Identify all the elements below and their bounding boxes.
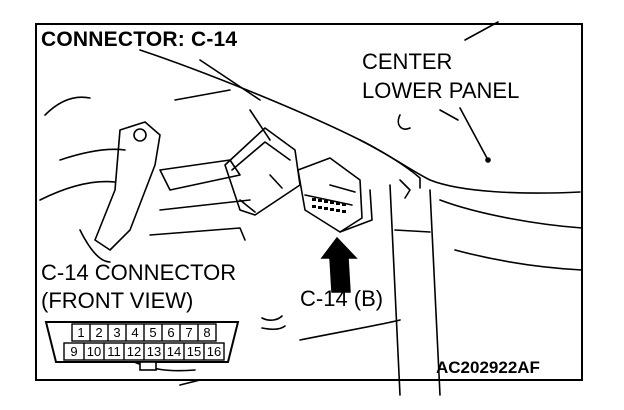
- pin-number: 5: [149, 325, 157, 340]
- pin-number: 7: [185, 325, 193, 340]
- pin-number: 8: [203, 325, 211, 340]
- panel-label-line1: CENTER: [362, 49, 453, 74]
- callout-label: C-14 (B): [300, 286, 384, 311]
- diagram-title: CONNECTOR: C-14: [41, 28, 238, 51]
- pointer-arrow: [320, 236, 358, 293]
- pin-number: 10: [86, 344, 102, 359]
- pin-number: 12: [126, 344, 142, 359]
- pin-number: 14: [166, 344, 182, 359]
- connector-label-line2: (FRONT VIEW): [41, 288, 194, 313]
- pin-number: 13: [146, 344, 162, 359]
- center-lower-panel-outline: [139, 49, 581, 194]
- pin-number: 3: [113, 325, 121, 340]
- pin-number: 15: [186, 344, 202, 359]
- diagram-border: [35, 23, 583, 381]
- center-lower-panel-edge: [359, 139, 421, 189]
- mounting-bracket: [94, 121, 161, 251]
- pin-number: 16: [206, 344, 222, 359]
- pin-number: 9: [70, 344, 78, 359]
- panel-leader-line: [459, 107, 489, 161]
- mating-connector: [297, 157, 363, 233]
- panel-label-line2: LOWER PANEL: [362, 78, 520, 103]
- figure-code: AC202922AF: [436, 358, 540, 377]
- pin-number: 6: [167, 325, 175, 340]
- pin-number: 11: [107, 344, 121, 359]
- pin-number: 1: [77, 325, 85, 340]
- connector-label-line1: C-14 CONNECTOR: [41, 260, 237, 285]
- front-view-connector-outline: [44, 321, 240, 363]
- pin-number: 4: [131, 325, 139, 340]
- pin-number: 2: [95, 325, 103, 340]
